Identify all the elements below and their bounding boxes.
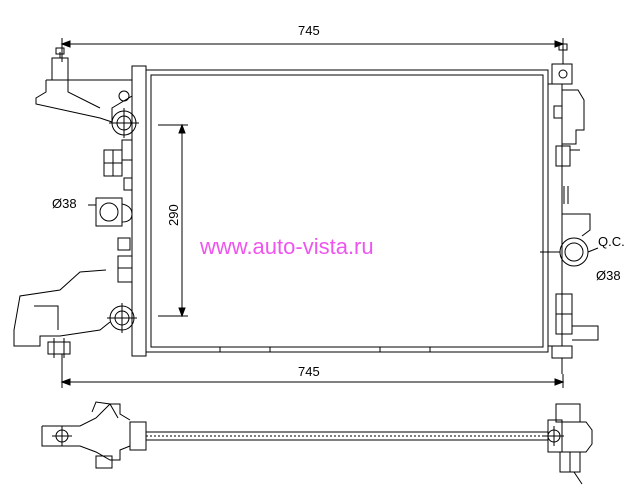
- right-tank: Q.C. Ø38: [540, 43, 625, 374]
- quick-connect-label: Q.C.: [598, 234, 625, 249]
- top-width-label: 745: [298, 23, 320, 38]
- bottom-dimension: 745: [60, 354, 565, 388]
- watermark: www.auto-vista.ru: [199, 234, 374, 259]
- right-port-label: Ø38: [596, 268, 621, 283]
- bottom-width-label: 745: [298, 364, 320, 379]
- left-port-label: Ø38: [52, 196, 77, 211]
- top-dimension: 745: [60, 23, 565, 62]
- height-label: 290: [166, 204, 181, 226]
- radiator-core: [145, 69, 549, 353]
- left-tank: Ø38: [13, 47, 147, 358]
- bottom-view: [41, 401, 593, 485]
- height-dimension: 290: [158, 123, 188, 318]
